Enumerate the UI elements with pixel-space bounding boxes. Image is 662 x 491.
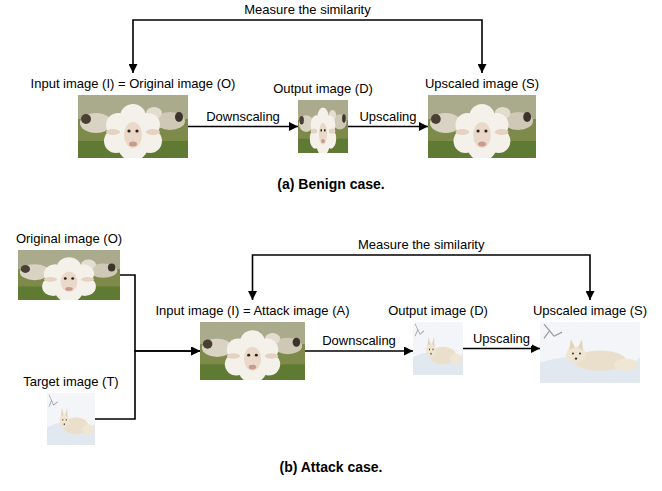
panel-caption: (b) Attack case. — [280, 459, 383, 476]
image-frame — [540, 322, 640, 383]
image-heading: Original image (O) — [16, 231, 122, 246]
connector-arrow — [188, 126, 298, 128]
image-node: Upscaled image (S) — [424, 73, 541, 158]
connector-arrow — [253, 255, 591, 300]
image-node: Original image (O) — [15, 228, 124, 300]
image-frame — [18, 250, 120, 300]
photo-illustration — [413, 322, 463, 375]
photo-illustration — [540, 322, 640, 383]
image-heading: Input image (I) = Attack image (A) — [156, 303, 350, 318]
photo-illustration — [298, 100, 348, 156]
image-heading: Upscaled image (S) — [425, 76, 539, 91]
edge-label: Measure the similarity — [356, 237, 486, 252]
image-frame — [413, 322, 463, 375]
image-frame — [78, 95, 188, 158]
edge-label: Upscaling — [471, 331, 532, 346]
edge-label: Measure the similarity — [242, 2, 372, 17]
photo-illustration — [78, 95, 188, 161]
connector-arrow — [133, 20, 482, 73]
image-frame — [428, 95, 536, 158]
photo-illustration — [428, 95, 536, 161]
connector-arrow — [348, 126, 428, 128]
photo-illustration — [200, 322, 305, 383]
image-frame — [47, 393, 95, 445]
connector-arrow — [305, 350, 413, 352]
edge-label: Upscaling — [357, 109, 418, 124]
image-heading: Upscaled image (S) — [533, 303, 647, 318]
image-node: Target image (T) — [22, 371, 120, 445]
panel-caption: (a) Benign case. — [277, 176, 384, 193]
image-heading: Input image (I) = Original image (O) — [31, 76, 236, 91]
photo-illustration — [18, 250, 120, 302]
image-node: Upscaled image (S) — [532, 300, 649, 383]
image-heading: Output image (D) — [273, 81, 373, 96]
edge-label: Downscaling — [320, 333, 398, 348]
image-frame — [200, 322, 305, 380]
image-heading: Output image (D) — [388, 303, 488, 318]
image-heading: Target image (T) — [23, 374, 118, 389]
photo-illustration — [47, 393, 95, 445]
edge-label: Downscaling — [204, 109, 282, 124]
image-frame — [298, 100, 348, 153]
connector-arrow — [463, 348, 540, 350]
